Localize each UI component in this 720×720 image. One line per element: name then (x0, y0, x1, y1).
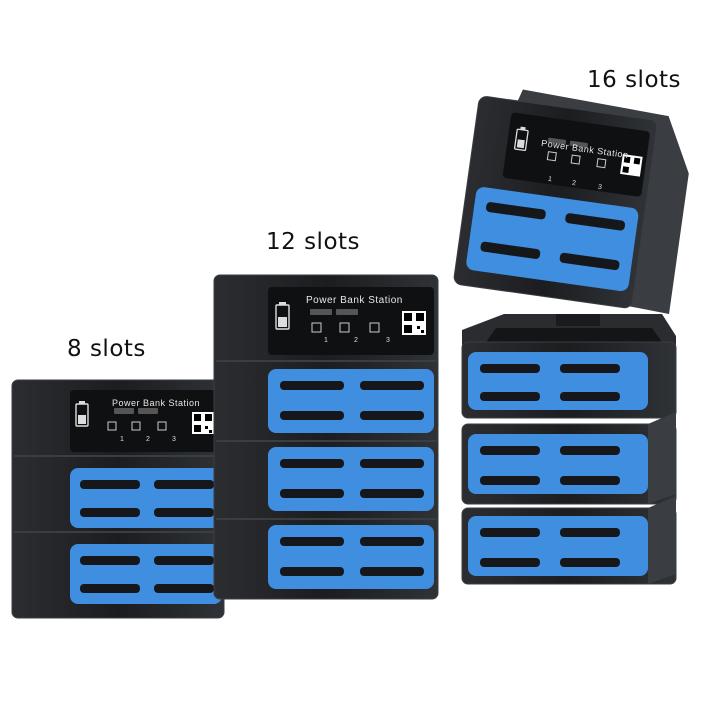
panel-step-2: 2 (571, 179, 577, 188)
step-3-icon (596, 158, 607, 169)
battery-icon (513, 126, 529, 151)
app-store-badge-icon (547, 137, 567, 145)
step-1-icon (107, 421, 117, 431)
panel-step-2: 2 (354, 337, 358, 344)
slot-tray-2 (468, 352, 648, 410)
station-12-body (213, 274, 439, 600)
slot-tray-1 (268, 369, 434, 433)
slot-module-2 (461, 314, 677, 419)
qr-code-icon (402, 311, 426, 335)
slot-module-3 (461, 412, 677, 505)
panel-title: Power Bank Station (306, 295, 403, 306)
google-play-badge-icon (569, 140, 588, 148)
station-16-body (453, 89, 689, 585)
panel-step-1: 1 (547, 175, 553, 184)
google-play-badge-icon (138, 408, 158, 414)
app-store-badge-icon (310, 309, 332, 315)
label-8-slots: 8 slots (67, 336, 146, 362)
station-8-body (11, 379, 225, 619)
step-2-icon (339, 322, 350, 333)
panel-step-2: 2 (146, 436, 150, 443)
slot-tray-3 (268, 525, 434, 589)
slot-tray-2 (70, 544, 222, 604)
station-12-slots: Power Bank Station 1 2 3 (213, 274, 440, 601)
front-panel (502, 112, 650, 197)
step-2-icon (570, 154, 581, 165)
head-module (453, 89, 689, 315)
step-1-icon (546, 151, 557, 162)
panel-title: Power Bank Station (112, 398, 201, 408)
slot-tray-1 (70, 468, 222, 528)
qr-code-icon (192, 412, 214, 434)
panel-step-1: 1 (120, 436, 124, 443)
panel-step-3: 3 (597, 183, 603, 192)
slot-tray-2 (268, 447, 434, 511)
station-16-slots: Power Bank Station 1 2 3 (453, 89, 692, 590)
battery-icon (75, 401, 89, 427)
google-play-badge-icon (336, 309, 358, 315)
panel-step-3: 3 (172, 436, 176, 443)
step-3-icon (157, 421, 167, 431)
step-3-icon (369, 322, 380, 333)
panel-step-1: 1 (324, 337, 328, 344)
slot-module-4 (461, 496, 677, 585)
battery-icon (275, 302, 290, 330)
app-store-badge-icon (114, 408, 134, 414)
station-8-slots: Power Bank Station 1 2 3 (11, 379, 225, 620)
label-16-slots: 16 slots (587, 67, 682, 93)
step-2-icon (131, 421, 141, 431)
step-1-icon (311, 322, 322, 333)
label-12-slots: 12 slots (266, 229, 361, 255)
front-panel (70, 390, 216, 452)
qr-code-icon (620, 154, 643, 177)
front-panel (268, 287, 434, 355)
panel-step-3: 3 (386, 337, 390, 344)
